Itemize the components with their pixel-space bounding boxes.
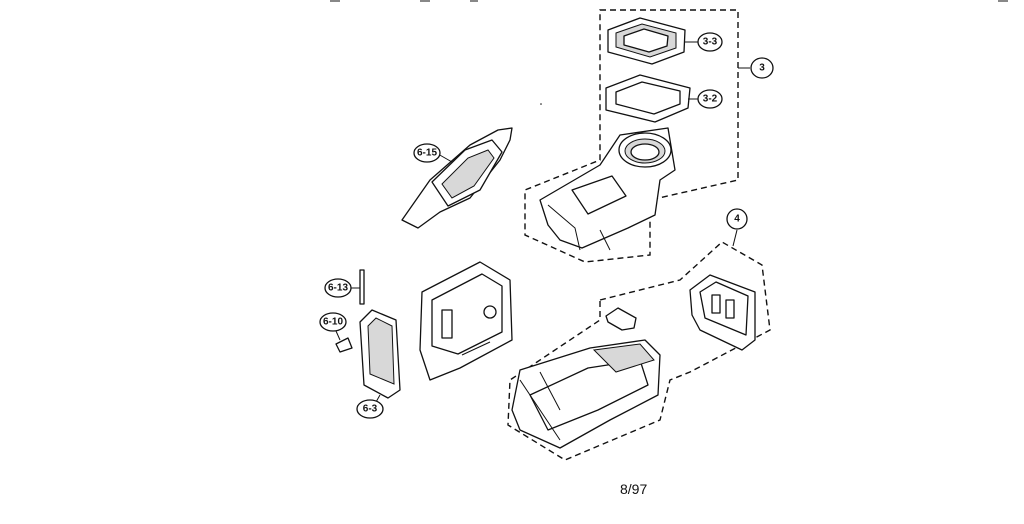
svg-text:3-2: 3-2 bbox=[703, 94, 718, 105]
small-clip-part bbox=[605, 307, 637, 331]
svg-text:3: 3 bbox=[759, 63, 765, 74]
callout-6-15: 6-15 bbox=[413, 143, 441, 163]
svg-text:6-10: 6-10 bbox=[323, 317, 343, 328]
part-6-3-panel bbox=[359, 309, 401, 403]
part-6-15-strap bbox=[401, 127, 513, 229]
part-6-13-pin bbox=[359, 269, 365, 305]
group-3-boundary bbox=[524, 9, 739, 263]
callout-3-2: 3-2 bbox=[697, 89, 723, 109]
svg-text:3-3: 3-3 bbox=[703, 37, 718, 48]
callout-6-3: 6-3 bbox=[356, 399, 384, 419]
svg-text:6-3: 6-3 bbox=[363, 404, 378, 415]
center-chassis-frame bbox=[419, 261, 513, 381]
svg-text:6-13: 6-13 bbox=[328, 283, 348, 294]
svg-text:4: 4 bbox=[734, 214, 740, 225]
callout-6-10: 6-10 bbox=[319, 312, 347, 332]
part-6-10-screw bbox=[335, 337, 353, 353]
group-4-leader bbox=[732, 229, 738, 247]
callout-3: 3 bbox=[750, 57, 774, 79]
callout-6-13: 6-13 bbox=[324, 278, 352, 298]
callout-3-3: 3-3 bbox=[697, 32, 723, 52]
part-4-bracket bbox=[689, 274, 756, 351]
upper-cabinet-housing bbox=[539, 127, 676, 251]
group-4-boundary bbox=[507, 241, 771, 461]
callout-4: 4 bbox=[726, 208, 748, 230]
svg-text:6-15: 6-15 bbox=[417, 148, 437, 159]
scan-dot bbox=[540, 103, 542, 105]
part-3-3-ring bbox=[607, 17, 700, 65]
lower-cabinet-base bbox=[511, 339, 661, 449]
part-3-2-frame bbox=[605, 74, 700, 123]
page-number: 8/97 bbox=[620, 481, 648, 497]
